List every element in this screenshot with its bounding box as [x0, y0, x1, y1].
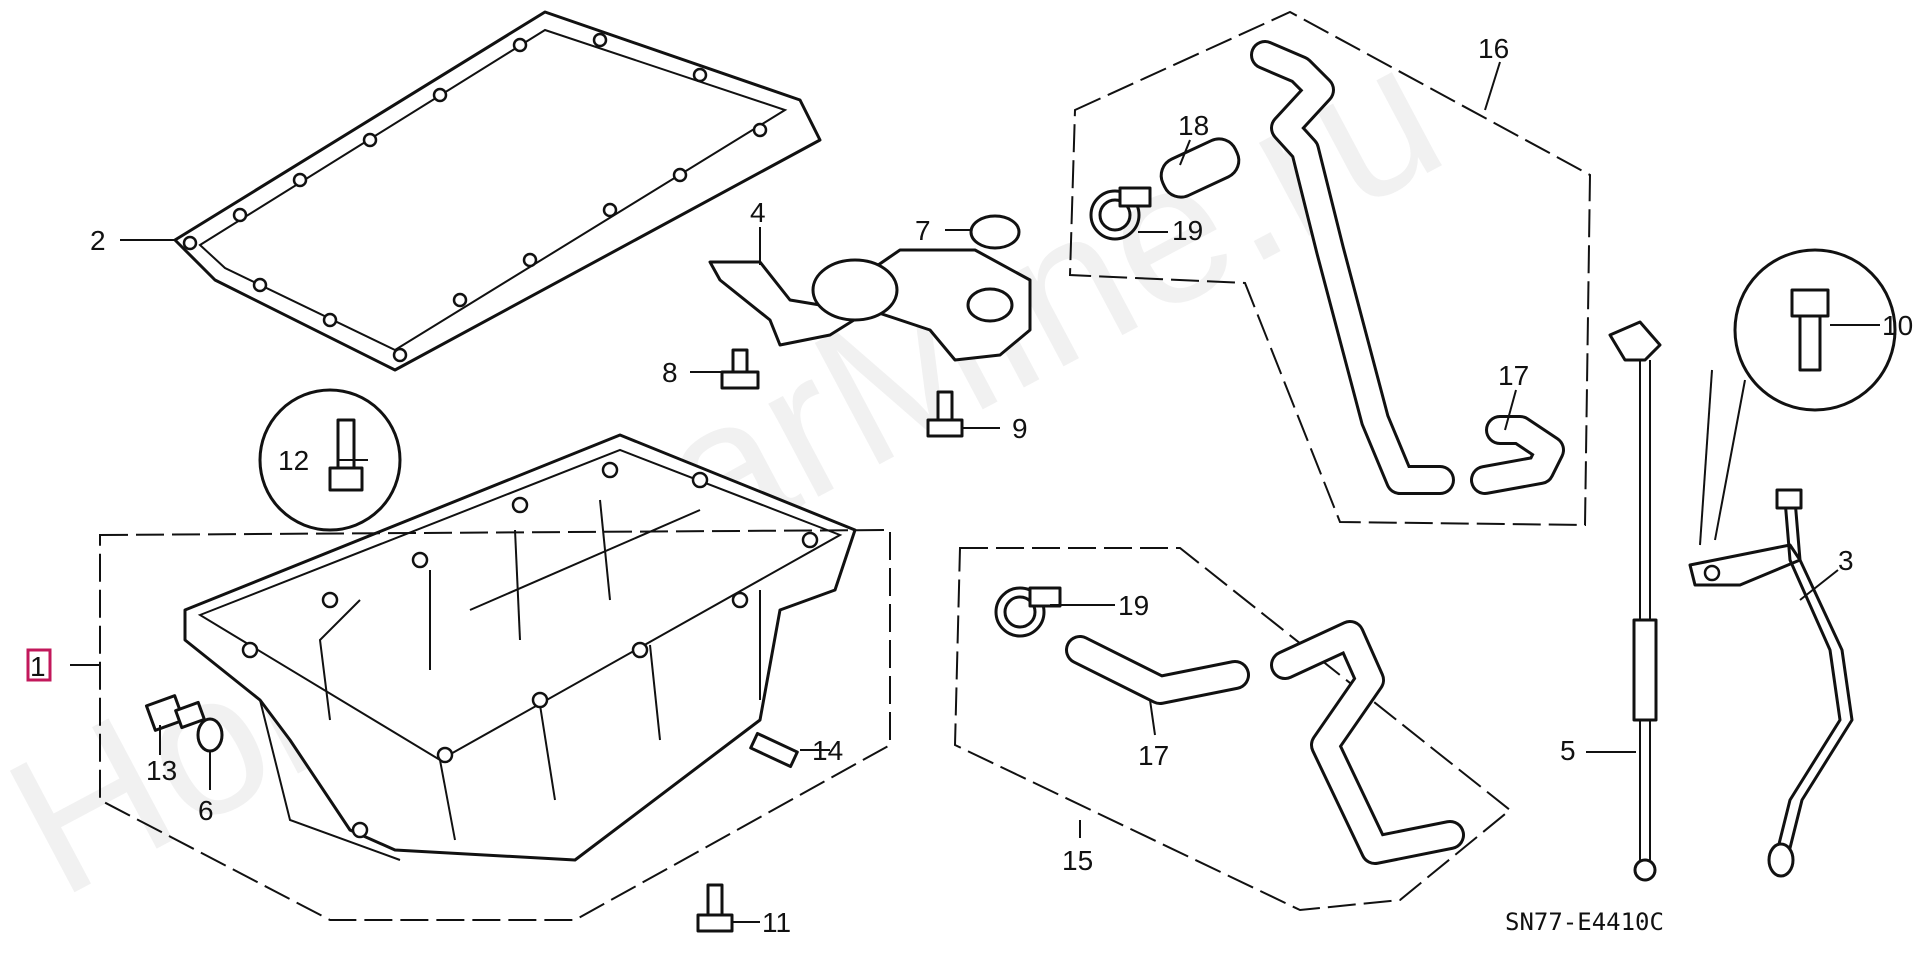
callout-4[interactable]: 4	[750, 197, 766, 228]
breather-hose-18[interactable]	[1155, 133, 1244, 203]
callout-13[interactable]: 13	[146, 755, 177, 786]
callout-9[interactable]: 9	[1012, 413, 1028, 444]
callout-15[interactable]: 15	[1062, 845, 1093, 876]
oil-pan-flange-holes	[241, 461, 819, 839]
hose-clamp-19-upper[interactable]	[1089, 186, 1152, 241]
hose-group-15-outline	[953, 547, 1512, 912]
callout-17-lower[interactable]: 17	[1138, 740, 1169, 771]
callout-16[interactable]: 16	[1478, 33, 1509, 64]
bolt-8[interactable]	[720, 348, 760, 390]
drain-bolt[interactable]	[144, 694, 206, 732]
o-ring[interactable]	[969, 214, 1021, 250]
diagram-code: SN77-E4410C	[1505, 908, 1664, 936]
bolt-10-detail	[1699, 248, 1897, 546]
callout-14[interactable]: 14	[812, 735, 843, 766]
callout-10[interactable]: 10	[1882, 310, 1913, 341]
breather-hose-17-upper[interactable]	[1470, 415, 1565, 495]
hose-clamp-19-lower[interactable]	[994, 586, 1062, 638]
callout-19-lower[interactable]: 19	[1118, 590, 1149, 621]
callout-2[interactable]: 2	[90, 225, 106, 256]
bolt-12-detail	[258, 388, 402, 532]
bolt-11[interactable]	[696, 883, 734, 933]
leader-lines	[70, 61, 1880, 923]
callout-11[interactable]: 11	[762, 907, 791, 938]
water-hose-15[interactable]	[1270, 620, 1465, 865]
callout-1-highlight	[26, 648, 52, 682]
breather-hose-16[interactable]	[1250, 40, 1455, 495]
callout-12[interactable]: 12	[278, 445, 309, 476]
oil-pan-gasket[interactable]	[173, 10, 822, 372]
dipstick[interactable]	[1608, 320, 1662, 882]
oil-pan[interactable]	[183, 433, 857, 862]
callout-17-upper[interactable]: 17	[1498, 360, 1529, 391]
callout-6[interactable]: 6	[198, 795, 214, 826]
stud-bolt[interactable]	[749, 731, 799, 769]
gasket-bolt-holes	[182, 32, 768, 363]
callout-1[interactable]: 1	[30, 651, 46, 682]
callout-19-upper[interactable]: 19	[1172, 215, 1203, 246]
callout-7[interactable]: 7	[915, 215, 931, 246]
dipstick-tube[interactable]	[1688, 488, 1854, 878]
water-hose-17-lower[interactable]	[1065, 635, 1250, 705]
oil-strainer[interactable]	[708, 248, 1032, 362]
callout-5[interactable]: 5	[1560, 735, 1576, 766]
callout-8[interactable]: 8	[662, 357, 678, 388]
hose-group-16-outline	[1068, 10, 1592, 527]
callout-3[interactable]: 3	[1838, 545, 1854, 576]
callout-18[interactable]: 18	[1178, 110, 1209, 141]
